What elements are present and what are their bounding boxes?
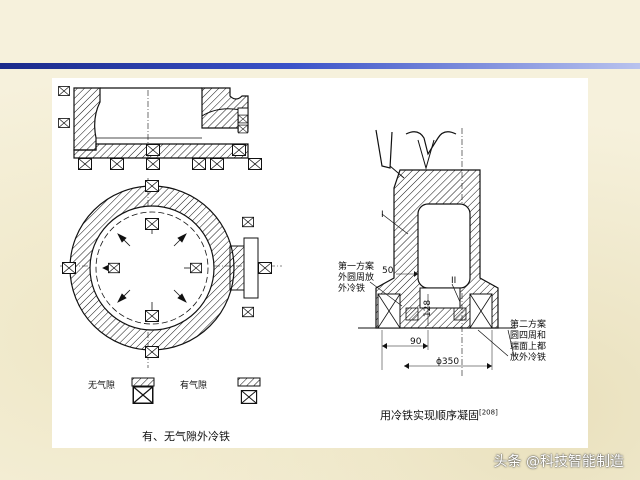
caption-right: 用冷铁实现顺序凝固[208] <box>380 407 498 423</box>
roman-two: II <box>451 276 457 286</box>
legend-no-gap-label: 无气隙 <box>88 381 116 391</box>
scheme2-line2: 圆四周和 <box>510 331 547 341</box>
header-accent-bar <box>0 63 640 69</box>
technical-drawing <box>58 86 516 404</box>
roman-one: I <box>381 210 384 220</box>
section-view <box>58 86 262 170</box>
scheme1-line3: 外冷铁 <box>338 284 366 294</box>
scheme2-line4: 放外冷铁 <box>510 353 547 363</box>
right-section <box>358 128 516 378</box>
dim-50: 50 <box>382 266 394 276</box>
scheme1-line2: 外圆周放 <box>338 273 375 283</box>
watermark: 头条 @科技智能制造 <box>493 454 624 470</box>
caption-left: 有、无气隙外冷铁 <box>142 430 230 443</box>
plan-view <box>60 178 282 368</box>
caption-right-ref: [208] <box>479 408 498 417</box>
dim-350: ϕ350 <box>436 357 460 367</box>
scheme1-line1: 第一方案 <box>338 262 375 272</box>
dim-128: 128 <box>423 299 434 318</box>
scheme2-line1: 第二方案 <box>510 320 547 330</box>
legend-with-gap-label: 有气隙 <box>180 381 208 391</box>
dim-90: 90 <box>410 337 422 347</box>
scheme2-line3: 端面上都 <box>510 342 547 352</box>
legend <box>131 377 261 404</box>
caption-right-text: 用冷铁实现顺序凝固 <box>380 409 479 422</box>
